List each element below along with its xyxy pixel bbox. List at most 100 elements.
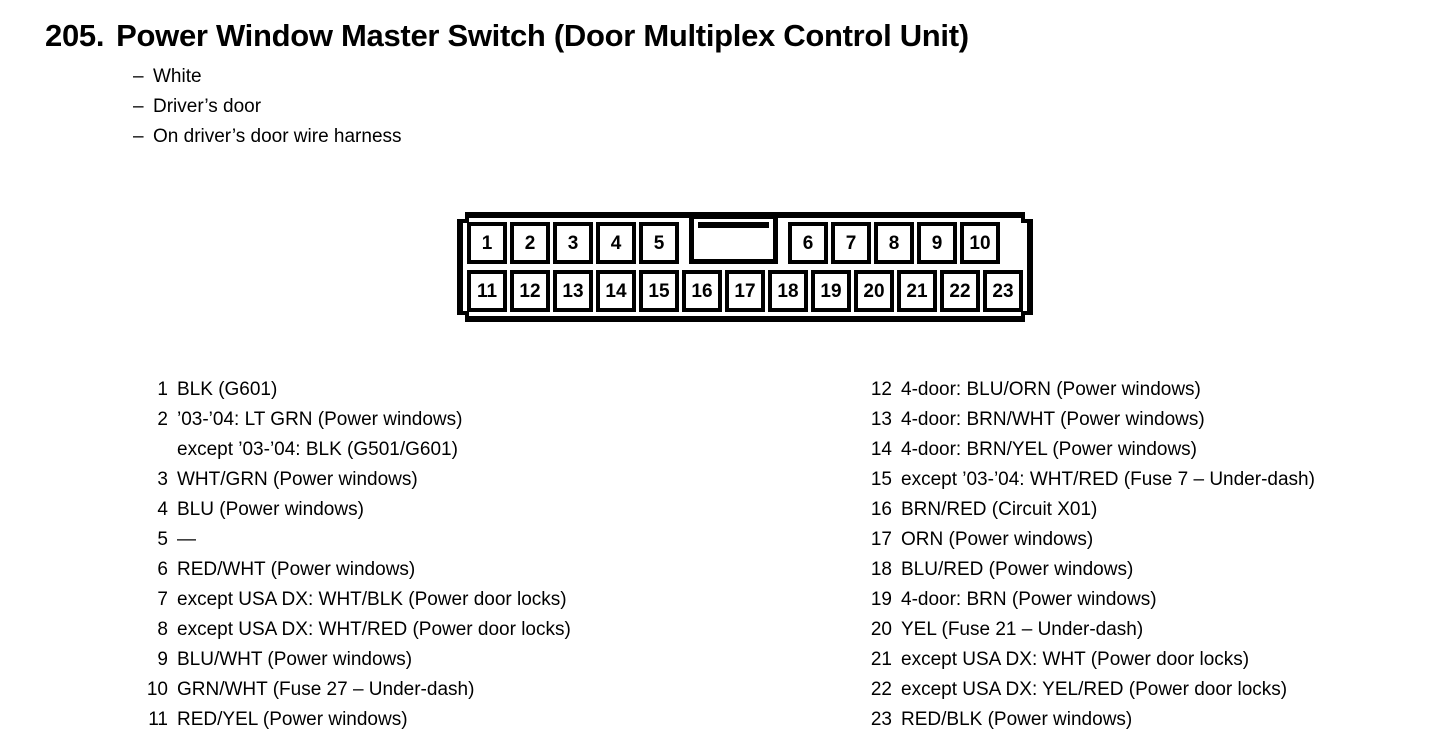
pin-entry: 12 4-door: BLU/ORN (Power windows) <box>862 375 1422 405</box>
pin-description: BRN/RED (Circuit X01) <box>901 499 1098 520</box>
pin-description: RED/YEL (Power windows) <box>177 709 408 730</box>
connector-notch-bottom-left <box>457 311 469 322</box>
connector-pin-17: 17 <box>725 270 765 312</box>
pin-number: 14 <box>870 439 892 460</box>
pin-description-group: except USA DX: WHT/RED (Power door locks… <box>177 615 571 645</box>
pin-number: 7 <box>157 589 168 610</box>
page-title: 205. Power Window Master Switch (Door Mu… <box>45 18 1405 54</box>
pin-number: 20 <box>870 619 892 640</box>
pin-description-group: — <box>177 525 196 555</box>
pin-entry: 4 BLU (Power windows) <box>140 495 760 525</box>
connector-pin-15: 15 <box>639 270 679 312</box>
pin-number: 2 <box>157 409 168 430</box>
pin-description: BLU (Power windows) <box>177 499 364 520</box>
dash-marker: – <box>133 96 144 117</box>
pin-description-group: BLU/RED (Power windows) <box>901 555 1133 585</box>
pin-list-left: 1 BLK (G601) 2 ’03-’04: LT GRN (Power windo… <box>140 375 760 735</box>
pin-description-group: ORN (Power windows) <box>901 525 1093 555</box>
pin-description-continuation: except ’03-’04: BLK (G501/G601) <box>177 439 458 460</box>
pin-number: 13 <box>870 409 892 430</box>
pin-number: 1 <box>157 379 168 400</box>
pin-description: except USA DX: WHT/BLK (Power door locks… <box>177 589 567 610</box>
pin-number: 5 <box>157 529 168 550</box>
connector-pin-10: 10 <box>960 222 1000 264</box>
pin-description: except USA DX: YEL/RED (Power door locks… <box>901 679 1288 700</box>
pin-entry: 21 except USA DX: WHT (Power door locks) <box>862 645 1422 675</box>
pin-number: 9 <box>157 649 168 670</box>
pin-number: 10 <box>146 679 168 700</box>
connector-pin-11: 11 <box>467 270 507 312</box>
pin-list-right: 12 4-door: BLU/ORN (Power windows) 13 4-doo… <box>862 375 1422 735</box>
pin-description: 4-door: BRN/YEL (Power windows) <box>901 439 1198 460</box>
dash-marker: – <box>133 66 144 87</box>
pin-number: 4 <box>157 499 168 520</box>
subtitle-text: White <box>153 66 202 87</box>
pin-description-group: except USA DX: WHT/BLK (Power door locks… <box>177 585 567 615</box>
connector-notch-top-left <box>457 212 469 223</box>
pin-description: YEL (Fuse 21 – Under-dash) <box>901 619 1144 640</box>
connector-pin-21: 21 <box>897 270 937 312</box>
pin-description: ’03-’04: LT GRN (Power windows) <box>177 409 463 430</box>
connector-pin-14: 14 <box>596 270 636 312</box>
connector-notch-top-right <box>1021 212 1033 223</box>
pin-number: 3 <box>157 469 168 490</box>
pin-description: GRN/WHT (Fuse 27 – Under-dash) <box>177 679 475 700</box>
pin-description-group: RED/WHT (Power windows) <box>177 555 415 585</box>
pin-entry: 9 BLU/WHT (Power windows) <box>140 645 760 675</box>
pin-description: 4-door: BRN/WHT (Power windows) <box>901 409 1205 430</box>
pin-description: BLU/RED (Power windows) <box>901 559 1134 580</box>
pin-description-group: ’03-’04: LT GRN (Power windows) except ’0… <box>177 405 462 465</box>
pin-entry: 18 BLU/RED (Power windows) <box>862 555 1422 585</box>
pin-description: BLU/WHT (Power windows) <box>177 649 413 670</box>
connector-latch <box>689 214 778 264</box>
subtitle-item: –Driver’s door <box>133 92 1405 122</box>
pin-description-group: except USA DX: YEL/RED (Power door locks… <box>901 675 1287 705</box>
subtitle-text: On driver’s door wire harness <box>153 126 402 147</box>
pin-entry: 5— <box>140 525 760 555</box>
pin-description: BLK (G601) <box>177 379 278 400</box>
section-number: 205. <box>45 18 105 53</box>
pin-number: 16 <box>870 499 892 520</box>
pin-description-group: 4-door: BLU/ORN (Power windows) <box>901 375 1201 405</box>
pin-description: except USA DX: WHT/RED (Power door locks… <box>177 619 571 640</box>
pin-entry: 20 YEL (Fuse 21 – Under-dash) <box>862 615 1422 645</box>
pin-description-group: BRN/RED (Circuit X01) <box>901 495 1097 525</box>
pin-description-group: RED/YEL (Power windows) <box>177 705 408 735</box>
pin-description: RED/WHT (Power windows) <box>177 559 416 580</box>
pin-description-group: 4-door: BRN/WHT (Power windows) <box>901 405 1205 435</box>
connector-pin-7: 7 <box>831 222 871 264</box>
pin-description-group: except ’03-’04: WHT/RED (Fuse 7 – Under-… <box>901 465 1315 495</box>
connector-pin-4: 4 <box>596 222 636 264</box>
pin-number: 17 <box>870 529 892 550</box>
connector-pin-12: 12 <box>510 270 550 312</box>
pin-number: 15 <box>870 469 892 490</box>
pin-entry: 6 RED/WHT (Power windows) <box>140 555 760 585</box>
pin-description: — <box>177 529 196 550</box>
pin-description: 4-door: BRN (Power windows) <box>901 589 1157 610</box>
connector-pin-3: 3 <box>553 222 593 264</box>
pin-entry: 13 4-door: BRN/WHT (Power windows) <box>862 405 1422 435</box>
pin-number: 6 <box>157 559 168 580</box>
pin-number: 21 <box>870 649 892 670</box>
pin-number: 18 <box>870 559 892 580</box>
connector-pin-5: 5 <box>639 222 679 264</box>
pin-description: except ’03-’04: WHT/RED (Fuse 7 – Under-… <box>901 469 1315 490</box>
pin-number: 12 <box>870 379 892 400</box>
pin-entry: 10 GRN/WHT (Fuse 27 – Under-dash) <box>140 675 760 705</box>
connector-pin-16: 16 <box>682 270 722 312</box>
pin-entry: 14 4-door: BRN/YEL (Power windows) <box>862 435 1422 465</box>
pin-description: RED/BLK (Power windows) <box>901 709 1133 730</box>
connector-latch-slot <box>698 222 769 228</box>
pin-number: 23 <box>870 709 892 730</box>
page-header: 205. Power Window Master Switch (Door Mu… <box>45 18 1405 152</box>
connector-pin-8: 8 <box>874 222 914 264</box>
pin-description-group: 4-door: BRN (Power windows) <box>901 585 1157 615</box>
dash-marker: – <box>133 126 144 147</box>
pin-description: except USA DX: WHT (Power door locks) <box>901 649 1250 670</box>
